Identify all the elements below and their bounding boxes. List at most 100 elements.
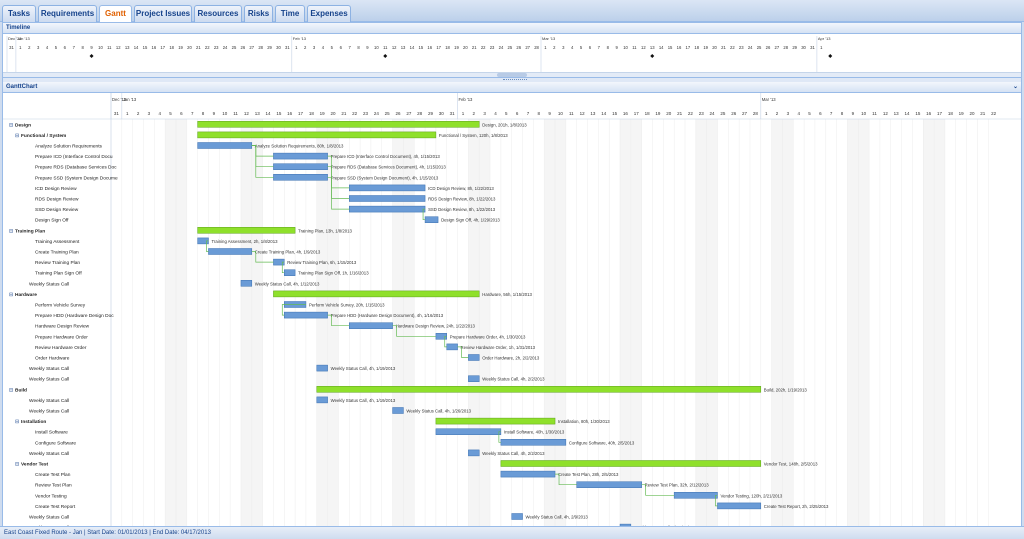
timeline-scroll-thumb[interactable] [497, 73, 527, 77]
task-bar[interactable] [424, 216, 439, 223]
task-name[interactable]: Install Software [35, 430, 68, 436]
group-bar[interactable] [197, 227, 296, 234]
task-bar[interactable] [316, 364, 328, 372]
task-name[interactable]: Prepare Hardware Order [35, 334, 88, 340]
timeline-day-label: 19 [178, 45, 183, 50]
task-name[interactable]: SSD Design Review [35, 207, 79, 213]
task-name[interactable]: Functional / System [21, 133, 66, 139]
task-name[interactable]: Prepare RDS (Database Services Doc [35, 165, 117, 171]
task-name[interactable]: Weekly Status Call [29, 409, 69, 415]
task-name[interactable]: Create Test Report [35, 504, 76, 510]
tab-expenses[interactable]: Expenses [307, 5, 351, 22]
group-bar[interactable] [197, 121, 480, 128]
task-name[interactable]: Perform Vehicle Survey [35, 303, 86, 309]
task-bar[interactable] [240, 280, 253, 287]
task-name[interactable]: Design [15, 122, 31, 128]
group-bar[interactable] [435, 417, 556, 425]
expand-toggle-icon[interactable]: ⊟ [9, 387, 13, 393]
task-name[interactable]: Training Assessment [35, 239, 80, 245]
task-name[interactable]: Review Training Plan [35, 260, 80, 266]
task-name[interactable]: Review Test Plan [35, 483, 72, 489]
task-name[interactable]: Hardware Design Review [35, 324, 90, 330]
timeline-day-label: 16 [677, 45, 682, 50]
task-name[interactable]: Configure Software [35, 440, 76, 446]
task-bar[interactable] [284, 269, 296, 276]
task-name[interactable]: Training Plan [15, 228, 45, 234]
splitter-grip[interactable] [503, 79, 527, 81]
task-name[interactable]: Installation [21, 419, 46, 425]
task-name[interactable]: RDS Design Review [35, 197, 79, 203]
task-bar[interactable] [349, 184, 426, 192]
task-bar[interactable] [673, 492, 718, 499]
task-name[interactable]: Weekly Status Call [29, 281, 69, 287]
expand-toggle-icon[interactable]: ⊟ [15, 419, 19, 425]
task-bar[interactable] [468, 354, 480, 361]
task-bar[interactable] [349, 195, 426, 202]
task-name[interactable]: Build [15, 387, 27, 393]
group-bar[interactable] [273, 290, 480, 298]
gantt-day-label: 15 [612, 111, 618, 116]
expand-toggle-icon[interactable]: ⊟ [15, 133, 19, 139]
task-name[interactable]: Vendor Testing [35, 493, 67, 499]
tab-requirements[interactable]: Requirements [38, 5, 97, 22]
tab-risks[interactable]: Risks [244, 5, 273, 22]
weekend-column [620, 119, 631, 527]
task-bar[interactable] [511, 513, 523, 520]
tab-tasks[interactable]: Tasks [2, 5, 36, 22]
group-bar[interactable] [316, 386, 762, 393]
task-name[interactable]: Prepare SSD (System Design Docume [35, 175, 118, 181]
tab-time[interactable]: Time [275, 5, 305, 22]
task-name[interactable]: Order Hardware [35, 356, 70, 362]
task-bar[interactable] [273, 174, 328, 181]
task-name[interactable]: Weekly Status Call [29, 451, 69, 457]
task-bar[interactable] [468, 449, 480, 457]
task-name[interactable]: Vendor Test [21, 462, 49, 468]
task-name[interactable]: Weekly Status Call [29, 366, 69, 372]
tab-project-issues[interactable]: Project Issues [134, 5, 192, 22]
task-name[interactable]: Create Test Plan [35, 472, 71, 478]
timeline-day-label: 4 [571, 45, 574, 50]
group-bar[interactable] [197, 131, 437, 139]
task-bar[interactable] [468, 375, 480, 382]
task-name[interactable]: Weekly Status Call [29, 515, 69, 521]
task-name[interactable]: Weekly Status Call [29, 377, 69, 383]
task-name[interactable]: Hardware [15, 292, 37, 298]
task-bar[interactable] [273, 152, 328, 160]
task-name[interactable]: Prepare ICD (Interface Control Docu [35, 154, 113, 160]
task-bar[interactable] [500, 470, 556, 478]
task-bar[interactable] [349, 322, 393, 329]
task-bar[interactable] [284, 311, 328, 319]
gantt-day-label: 14 [266, 111, 272, 116]
task-bar[interactable] [435, 428, 502, 435]
tab-gantt[interactable]: Gantt [99, 5, 132, 23]
task-bar[interactable] [446, 343, 458, 351]
collapse-icon[interactable]: ⌄ [1012, 84, 1018, 90]
timeline-day-label: 1 [820, 45, 823, 50]
task-bar[interactable] [500, 439, 567, 446]
task-name[interactable]: Analyze Solution Requirements [35, 144, 103, 150]
task-bar[interactable] [273, 163, 328, 170]
task-bar[interactable] [576, 481, 642, 488]
task-name[interactable]: Training Plan Sign Off [35, 271, 82, 277]
timeline-day-label: 14 [659, 45, 664, 50]
timeline-scrollbar[interactable] [3, 72, 1021, 77]
task-bar[interactable] [349, 205, 426, 213]
task-name[interactable]: Create Training Plan [35, 250, 79, 256]
expand-toggle-icon[interactable]: ⊟ [9, 228, 13, 234]
task-bar[interactable] [208, 248, 253, 255]
task-bar[interactable] [392, 407, 404, 414]
task-bar[interactable] [717, 502, 762, 510]
expand-toggle-icon[interactable]: ⊟ [9, 292, 13, 298]
task-bar[interactable] [197, 142, 253, 149]
expand-toggle-icon[interactable]: ⊟ [15, 462, 19, 468]
task-bar[interactable] [619, 523, 632, 527]
group-bar[interactable] [500, 460, 762, 467]
task-name[interactable]: Weekly Status Call [29, 398, 69, 404]
task-name[interactable]: Design Sign Off [35, 218, 69, 224]
task-name[interactable]: Prepare HDD (Hardware Design Doc [35, 313, 114, 319]
expand-toggle-icon[interactable]: ⊟ [9, 122, 13, 128]
task-name[interactable]: ICD Design Review [35, 186, 77, 192]
tab-resources[interactable]: Resources [194, 5, 242, 22]
task-bar[interactable] [316, 396, 328, 404]
task-name[interactable]: Review Hardware Order [35, 345, 87, 351]
